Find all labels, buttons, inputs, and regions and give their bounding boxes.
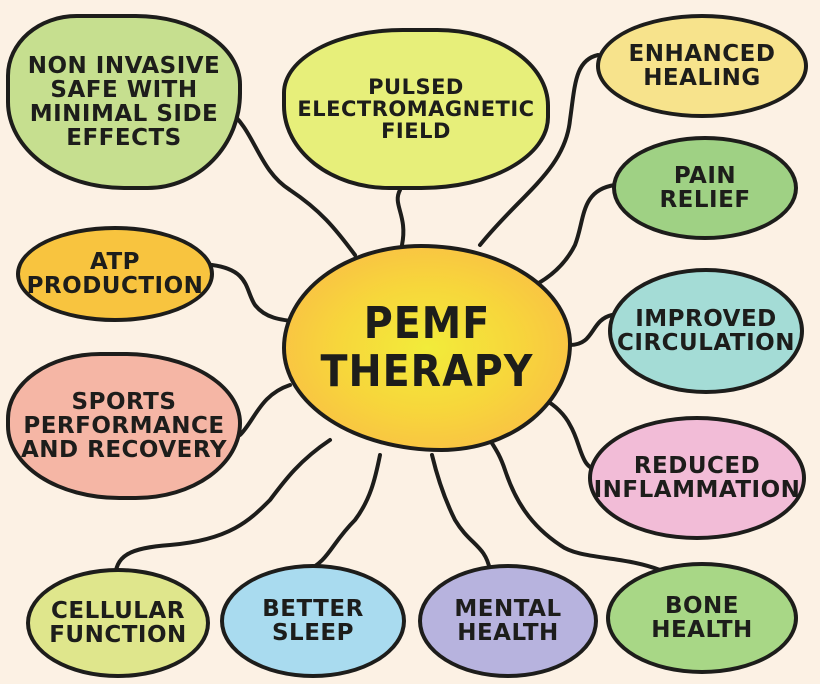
node-non-invasive-label: NON INVASIVE SAFE WITH MINIMAL SIDE EFFE… — [27, 52, 221, 152]
node-pain-relief-label: PAIN RELIEF — [659, 162, 751, 213]
node-improved-circulation-label: IMPROVED CIRCULATION — [617, 305, 795, 356]
node-non-invasive: NON INVASIVE SAFE WITH MINIMAL SIDE EFFE… — [6, 14, 242, 190]
central-topic: PEMF THERAPY — [282, 244, 572, 452]
node-enhanced-healing: ENHANCED HEALING — [596, 14, 808, 118]
node-sports-performance-label: SPORTS PERFORMANCE AND RECOVERY — [20, 388, 227, 464]
connector-cellular-function — [113, 438, 332, 582]
node-cellular-function-label: CELLULAR FUNCTION — [49, 597, 187, 648]
node-pain-relief: PAIN RELIEF — [612, 136, 798, 240]
node-reduced-inflammation-label: REDUCED INFLAMMATION — [593, 452, 801, 503]
central-topic-label: PEMF THERAPY — [320, 297, 534, 397]
connector-non-invasive — [226, 108, 357, 257]
node-reduced-inflammation: REDUCED INFLAMMATION — [588, 416, 806, 540]
node-pulsed-field: PULSED ELECTROMAGNETIC FIELD — [282, 28, 550, 190]
node-better-sleep-label: BETTER SLEEP — [262, 595, 364, 646]
node-mental-health: MENTAL HEALTH — [418, 564, 598, 678]
connector-improved-circulation — [568, 313, 614, 347]
node-mental-health-label: MENTAL HEALTH — [454, 595, 562, 646]
connector-enhanced-healing — [478, 53, 600, 247]
node-atp-production-label: ATP PRODUCTION — [26, 248, 204, 299]
node-improved-circulation: IMPROVED CIRCULATION — [608, 268, 804, 394]
connector-mental-health — [430, 453, 492, 572]
node-better-sleep: BETTER SLEEP — [220, 564, 406, 678]
node-bone-health-label: BONE HEALTH — [651, 592, 753, 643]
node-cellular-function: CELLULAR FUNCTION — [26, 568, 210, 678]
node-enhanced-healing-label: ENHANCED HEALING — [628, 40, 776, 91]
connector-sports-performance — [238, 383, 292, 437]
node-bone-health: BONE HEALTH — [606, 562, 798, 674]
connector-better-sleep — [303, 453, 382, 574]
connector-pulsed-field — [395, 188, 406, 247]
connector-reduced-inflammation — [543, 398, 602, 472]
node-atp-production: ATP PRODUCTION — [16, 226, 214, 322]
connector-bone-health — [488, 438, 662, 572]
node-pulsed-field-label: PULSED ELECTROMAGNETIC FIELD — [297, 74, 535, 144]
connector-atp-production — [210, 263, 302, 324]
node-sports-performance: SPORTS PERFORMANCE AND RECOVERY — [6, 352, 242, 500]
connector-pain-relief — [523, 183, 617, 292]
